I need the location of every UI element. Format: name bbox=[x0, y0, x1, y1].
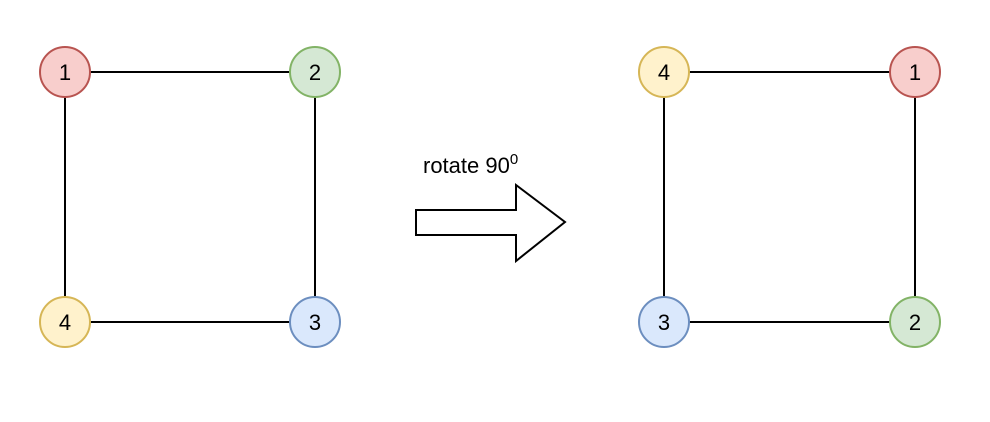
node-circle bbox=[638, 46, 690, 98]
node-label: 1 bbox=[909, 60, 921, 85]
before-square: 1 2 3 4 bbox=[39, 46, 341, 348]
before-node-top-left: 1 bbox=[39, 46, 91, 98]
after-node-bottom-right: 2 bbox=[889, 296, 941, 348]
node-circle bbox=[289, 46, 341, 98]
before-node-top-right: 2 bbox=[289, 46, 341, 98]
after-node-top-right: 1 bbox=[889, 46, 941, 98]
rotate-caption-superscript: 0 bbox=[510, 151, 518, 168]
node-circle bbox=[889, 296, 941, 348]
rotate-caption: rotate 900 bbox=[423, 151, 518, 178]
rotate-caption-text: rotate 90 bbox=[423, 153, 510, 178]
node-label: 1 bbox=[59, 60, 71, 85]
after-node-top-left: 4 bbox=[638, 46, 690, 98]
node-label: 4 bbox=[658, 60, 670, 85]
before-node-bottom-right: 3 bbox=[289, 296, 341, 348]
right-block-arrow-icon bbox=[415, 182, 567, 264]
after-square: 4 1 2 3 bbox=[638, 46, 941, 348]
node-circle bbox=[889, 46, 941, 98]
node-circle bbox=[39, 46, 91, 98]
node-label: 4 bbox=[59, 310, 71, 335]
after-node-bottom-left: 3 bbox=[638, 296, 690, 348]
node-label: 2 bbox=[909, 310, 921, 335]
node-label: 2 bbox=[309, 60, 321, 85]
node-circle bbox=[289, 296, 341, 348]
node-label: 3 bbox=[658, 310, 670, 335]
before-node-bottom-left: 4 bbox=[39, 296, 91, 348]
node-circle bbox=[638, 296, 690, 348]
node-circle bbox=[39, 296, 91, 348]
node-label: 3 bbox=[309, 310, 321, 335]
